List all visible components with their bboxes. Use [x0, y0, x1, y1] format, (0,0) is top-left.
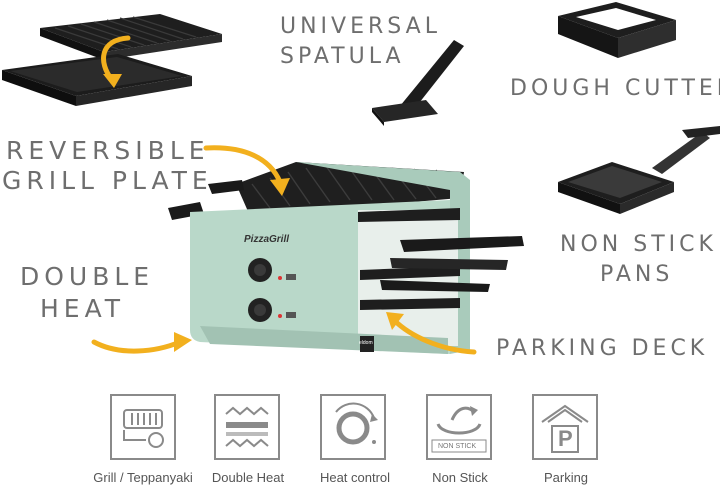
- parking-icon: [541, 404, 589, 453]
- caption-heat-control: Heat control: [319, 470, 391, 485]
- spatula-illustration: [372, 40, 464, 126]
- label-heat: HEAT: [40, 294, 126, 323]
- feature-non-stick: NON STICK: [426, 394, 492, 460]
- label-double: DOUBLE: [20, 262, 155, 291]
- caption-non-stick: Non Stick: [432, 470, 488, 485]
- dough-cutter-illustration: [558, 2, 676, 58]
- label-reversible: REVERSIBLE: [6, 136, 210, 165]
- feature-grill-teppanyaki: [110, 394, 176, 460]
- arrow-parking-deck: [391, 317, 477, 355]
- brand-logo: PizzaGrill: [244, 234, 290, 245]
- caption-double-heat: Double Heat: [211, 470, 285, 485]
- label-parking-deck: PARKING DECK: [496, 336, 709, 361]
- label-dough-cutter: DOUGH CUTTER: [510, 76, 720, 101]
- caption-grill-teppanyaki: Grill / Teppanyaki: [93, 470, 193, 485]
- pizza-grill-appliance: [168, 162, 524, 354]
- arrow-reversible-grill-plate: [203, 145, 283, 185]
- arrow-head-heat: [174, 332, 192, 352]
- grill-teppanyaki-icon: [123, 409, 164, 448]
- grill-plates-illustration: [2, 14, 222, 106]
- non-stick-icon-text: NON STICK: [438, 443, 477, 450]
- label-non-stick: NON STICK: [560, 232, 717, 257]
- non-stick-pan-illustration: [558, 126, 720, 214]
- parking-icon-letter: P: [558, 426, 573, 451]
- caption-parking: Parking: [543, 470, 589, 485]
- feature-double-heat: [214, 394, 280, 460]
- double-heat-icon: [225, 406, 269, 448]
- brand-tag: eldom: [359, 340, 373, 346]
- arrow-head-grill: [270, 178, 290, 196]
- label-universal: UNIVERSAL: [280, 14, 441, 39]
- arrow-head-parking: [386, 312, 404, 330]
- heat-control-icon: [335, 402, 378, 445]
- label-pans: PANS: [600, 262, 674, 287]
- non-stick-icon: [431, 406, 487, 453]
- label-grill-plate: GRILL PLATE: [2, 166, 213, 195]
- feature-parking: P: [532, 394, 598, 460]
- feature-heat-control: [320, 394, 386, 460]
- arrow-double-heat: [91, 339, 183, 354]
- label-spatula: SPATULA: [280, 44, 405, 69]
